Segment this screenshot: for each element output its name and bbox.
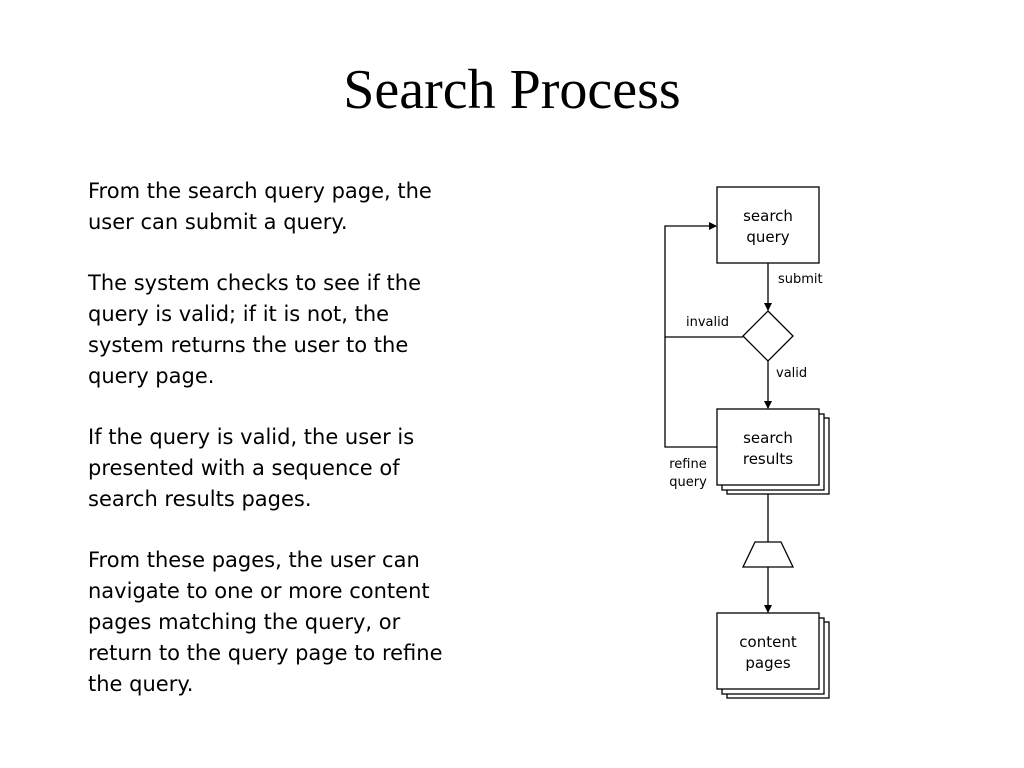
node-label: results: [743, 450, 793, 468]
node-label: query: [746, 228, 789, 246]
box-search-results: [716, 408, 820, 486]
edge-label-submit: submit: [778, 272, 823, 287]
edge-label-valid: valid: [776, 366, 807, 381]
text-line: pages matching the query, or: [88, 610, 401, 634]
decision-diamond: [742, 310, 794, 362]
edge-label-invalid: invalid: [686, 315, 729, 330]
text-line: query is valid; if it is not, the: [88, 302, 390, 326]
box-content-pages: [716, 612, 820, 690]
paragraph-navigation: From these pages, the user can navigate …: [88, 545, 538, 700]
selection-trapezoid: [741, 541, 795, 568]
node-content-pages: content pages: [716, 612, 830, 699]
text-line: query page.: [88, 364, 215, 388]
text-line: presented with a sequence of: [88, 456, 400, 480]
node-search-query: search query: [716, 186, 820, 264]
text-line: user can submit a query.: [88, 210, 348, 234]
text-line: The system checks to see if the: [88, 271, 422, 295]
paragraph-submit: From the search query page, the user can…: [88, 176, 538, 238]
text-line: From these pages, the user can: [88, 548, 420, 572]
text-line: navigate to one or more content: [88, 579, 430, 603]
text-line: If the query is valid, the user is: [88, 425, 415, 449]
node-label: pages: [745, 654, 790, 672]
edge-refine-query: [664, 337, 717, 448]
node-label: search: [743, 429, 793, 447]
box-search-query: [716, 186, 820, 264]
text-line: From the search query page, the: [88, 179, 432, 203]
slide-title: Search Process: [343, 59, 681, 121]
edge-label-refine: refine: [669, 457, 706, 472]
node-label: search: [743, 207, 793, 225]
text-line: system returns the user to the: [88, 333, 409, 357]
text-line: return to the query page to refine: [88, 641, 443, 665]
text-line: the query.: [88, 672, 194, 696]
node-search-results: search results: [716, 408, 830, 495]
paragraph-validation: The system checks to see if the query is…: [88, 268, 538, 392]
edge-label-refine: query: [669, 475, 707, 490]
edge-invalid: [664, 222, 743, 338]
text-line: search results pages.: [88, 487, 312, 511]
node-label: content: [739, 633, 797, 651]
body-text: From the search query page, the user can…: [88, 176, 538, 730]
paragraph-results: If the query is valid, the user is prese…: [88, 422, 538, 515]
